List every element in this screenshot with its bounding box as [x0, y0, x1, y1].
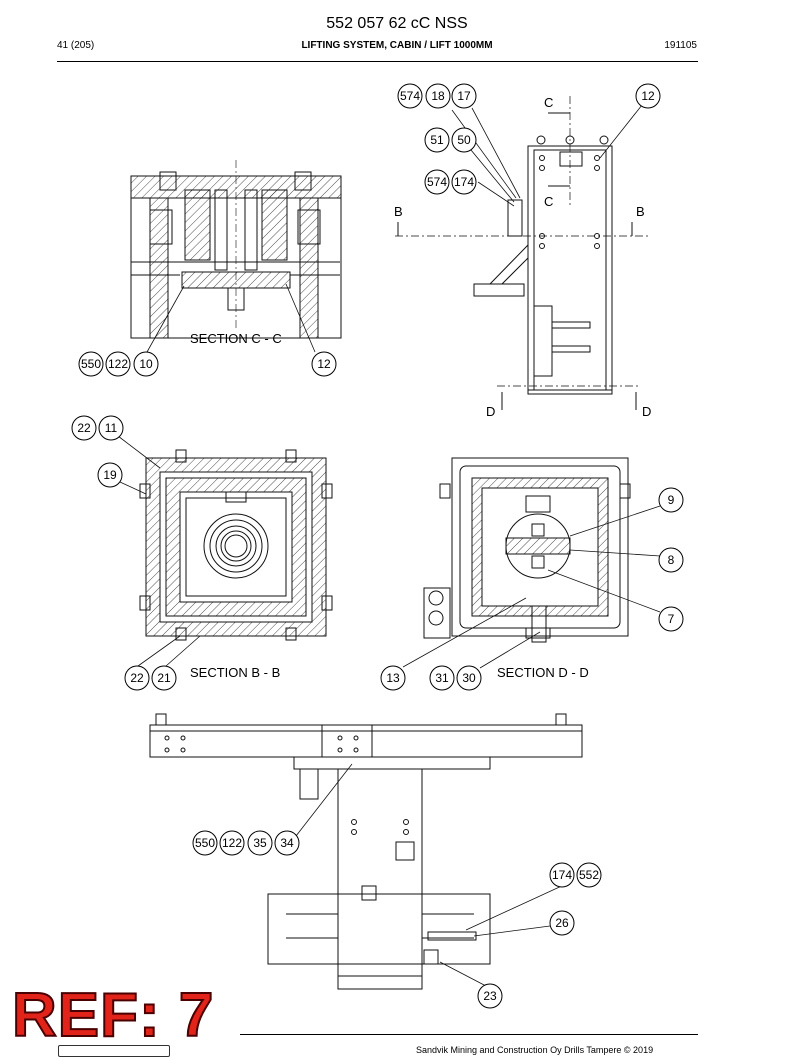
ref-stamp: REF: 7 [11, 981, 215, 1050]
section-dd-drawing [423, 457, 631, 643]
svg-text:122: 122 [108, 357, 128, 371]
svg-text:550: 550 [81, 357, 101, 371]
leader-lines [117, 104, 661, 987]
balloon: 50 [451, 127, 477, 153]
cut-letter-d-left: D [486, 404, 495, 419]
balloon: 12 [635, 83, 661, 109]
svg-text:550: 550 [195, 836, 215, 850]
balloon: 31 [429, 665, 455, 691]
svg-text:22: 22 [130, 671, 144, 685]
svg-text:22: 22 [77, 421, 91, 435]
cut-letter-c-top: C [544, 95, 553, 110]
svg-text:17: 17 [457, 89, 471, 103]
svg-text:50: 50 [457, 133, 471, 147]
svg-text:35: 35 [253, 836, 267, 850]
balloon: 22 [71, 415, 97, 441]
svg-text:21: 21 [157, 671, 171, 685]
balloon: 26 [549, 910, 575, 936]
svg-text:19: 19 [103, 468, 117, 482]
svg-text:9: 9 [668, 493, 675, 507]
balloon: 12 [311, 351, 337, 377]
front-view-drawing [149, 713, 583, 990]
svg-text:7: 7 [668, 612, 675, 626]
balloon: 552 [576, 862, 602, 888]
balloon: 574 [397, 83, 423, 109]
section-cc-label: SECTION C - C [190, 331, 282, 346]
svg-text:574: 574 [400, 89, 420, 103]
document-date: 191105 [664, 40, 697, 51]
balloon: 13 [380, 665, 406, 691]
balloon: 7 [658, 606, 684, 632]
svg-text:23: 23 [483, 989, 497, 1003]
section-bb-drawing [139, 449, 333, 641]
balloon: 22 [124, 665, 150, 691]
page-title: LIFTING SYSTEM, CABIN / LIFT 1000MM [301, 40, 493, 51]
svg-text:174: 174 [454, 175, 474, 189]
footer-divider [240, 1034, 698, 1035]
balloon: 21 [151, 665, 177, 691]
balloon: 574 [424, 169, 450, 195]
svg-text:552: 552 [579, 868, 599, 882]
svg-text:11: 11 [105, 421, 118, 435]
section-dd-label: SECTION D - D [497, 665, 589, 680]
document-number: 552 057 62 cC NSS [326, 15, 468, 32]
balloon: 18 [425, 83, 451, 109]
cut-letter-d-right: D [642, 404, 651, 419]
section-cc-drawing [130, 160, 342, 339]
balloon: 550 [78, 351, 104, 377]
svg-text:12: 12 [317, 357, 331, 371]
balloon: 34 [274, 830, 300, 856]
svg-text:10: 10 [139, 357, 153, 371]
cut-letter-b-left: B [394, 204, 403, 219]
svg-text:30: 30 [462, 671, 476, 685]
balloon: 550 [192, 830, 218, 856]
elevation-top-right [395, 96, 648, 410]
svg-text:18: 18 [431, 89, 445, 103]
balloon: 122 [219, 830, 245, 856]
svg-text:12: 12 [641, 89, 655, 103]
header-divider [57, 61, 698, 62]
svg-text:13: 13 [386, 671, 400, 685]
balloon: 174 [549, 862, 575, 888]
balloon: 11 [98, 415, 124, 441]
svg-text:26: 26 [555, 916, 569, 930]
balloon: 10 [133, 351, 159, 377]
svg-text:174: 174 [552, 868, 572, 882]
page-number: 41 (205) [57, 40, 95, 51]
svg-text:122: 122 [222, 836, 242, 850]
balloon: 35 [247, 830, 273, 856]
balloon: 51 [424, 127, 450, 153]
balloon: 9 [658, 487, 684, 513]
footer-copyright: Sandvik Mining and Construction Oy Drill… [416, 1045, 654, 1055]
svg-text:34: 34 [280, 836, 294, 850]
section-bb-label: SECTION B - B [190, 665, 280, 680]
svg-text:8: 8 [668, 553, 675, 567]
balloon: 122 [105, 351, 131, 377]
svg-text:51: 51 [430, 133, 444, 147]
cut-letter-c-bottom: C [544, 194, 553, 209]
svg-text:574: 574 [427, 175, 447, 189]
balloon: 19 [97, 462, 123, 488]
balloon: 17 [451, 83, 477, 109]
company-logo [58, 1045, 170, 1057]
svg-text:31: 31 [435, 671, 449, 685]
balloon: 174 [451, 169, 477, 195]
balloon: 30 [456, 665, 482, 691]
balloon: 23 [477, 983, 503, 1009]
cut-letter-b-right: B [636, 204, 645, 219]
balloon: 8 [658, 547, 684, 573]
